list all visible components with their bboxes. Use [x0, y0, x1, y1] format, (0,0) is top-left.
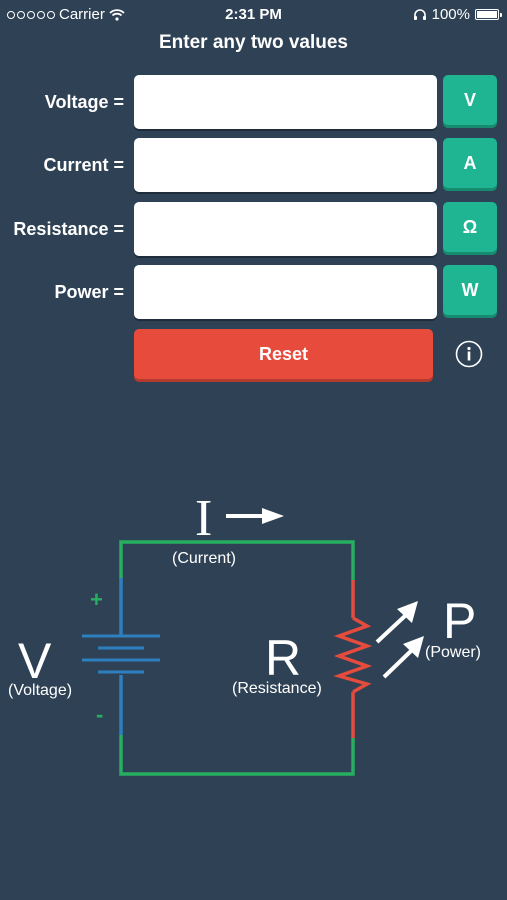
resistance-label: (Resistance) [232, 680, 322, 697]
status-bar: Carrier 2:31 PM 100% [0, 0, 507, 28]
resistance-input[interactable] [134, 202, 437, 256]
signal-dots-icon [7, 10, 55, 19]
power-label: Power = [54, 282, 124, 302]
voltage-input[interactable] [134, 75, 437, 129]
voltage-symbol: V [18, 633, 52, 689]
reset-button[interactable]: Reset [134, 329, 433, 379]
current-label: (Current) [172, 550, 236, 567]
resistance-label: Resistance = [13, 219, 124, 239]
resistor-symbol [333, 616, 373, 694]
circuit-diagram: I (Current) + - V (Voltage) R (Resistanc… [8, 490, 481, 776]
power-label: (Power) [425, 644, 481, 661]
power-arrows-icon [375, 601, 424, 679]
carrier-name: Carrier [59, 6, 105, 23]
battery-info: 100% [413, 6, 502, 23]
power-row: Power = W [0, 265, 507, 319]
battery-symbol [82, 634, 160, 674]
battery-percent: 100% [431, 6, 470, 23]
plus-sign: + [90, 587, 103, 612]
voltage-label: (Voltage) [8, 682, 72, 699]
current-symbol: I [195, 490, 212, 547]
power-input[interactable] [134, 265, 437, 319]
status-time: 2:31 PM [225, 6, 282, 23]
circuit-wires [119, 540, 355, 776]
battery-icon [475, 9, 502, 20]
minus-sign: - [96, 702, 103, 727]
current-input[interactable] [134, 138, 437, 192]
voltage-row: Voltage = V [0, 75, 507, 129]
resistance-row: Resistance = Ω [0, 202, 507, 256]
carrier-info: Carrier [7, 6, 125, 23]
wifi-icon [109, 8, 125, 21]
resistance-symbol: R [265, 630, 301, 686]
resistance-unit-button[interactable]: Ω [443, 202, 497, 252]
current-unit-button[interactable]: A [443, 138, 497, 188]
info-circle-icon[interactable] [455, 340, 483, 368]
voltage-label: Voltage = [44, 92, 124, 112]
current-arrow-icon [226, 508, 284, 524]
power-unit-button[interactable]: W [443, 265, 497, 315]
power-symbol: P [443, 593, 476, 649]
voltage-unit-button[interactable]: V [443, 75, 497, 125]
current-label: Current = [43, 155, 124, 175]
current-row: Current = A [0, 138, 507, 192]
headphones-icon [413, 9, 426, 20]
page-title: Enter any two values [158, 32, 348, 53]
